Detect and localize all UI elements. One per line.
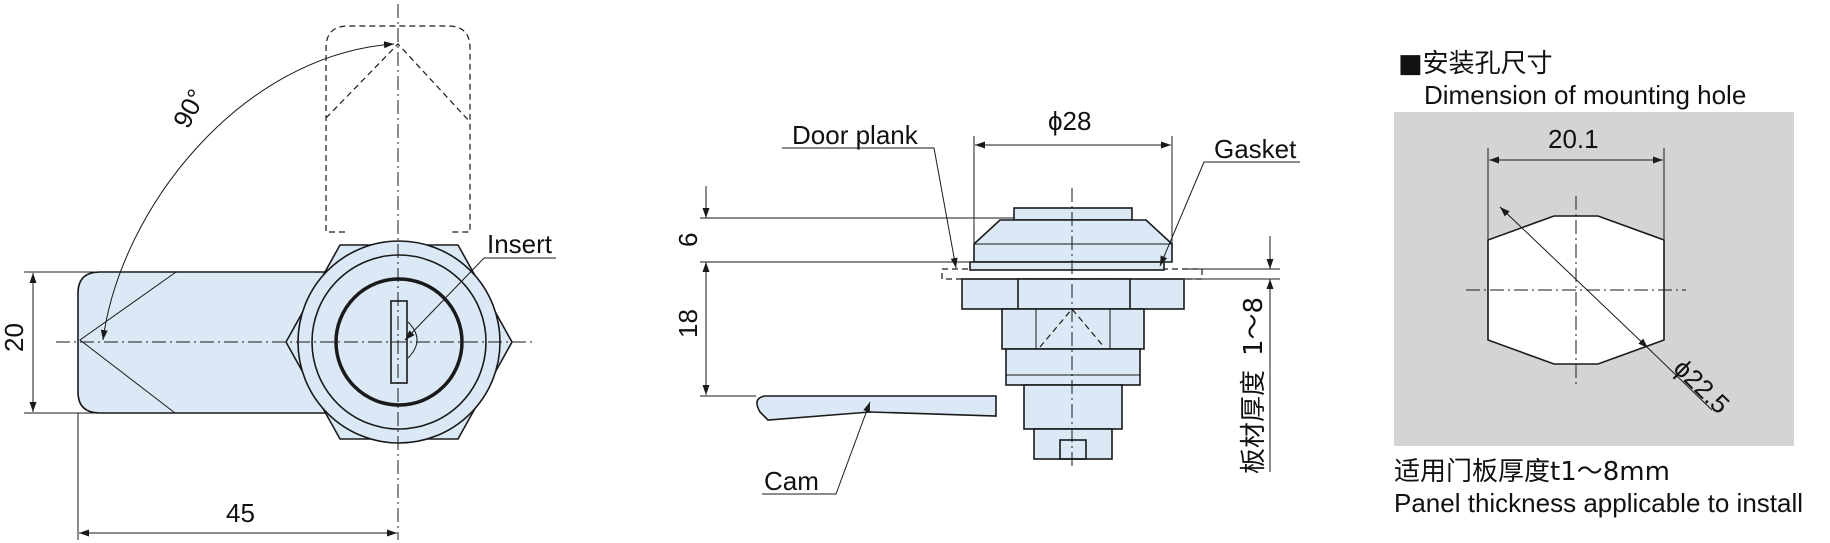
side-view: ϕ28 Door plank Gasket 6 18 板材厚度 1～8 Cam — [673, 106, 1300, 496]
cam-plate — [756, 395, 997, 421]
bezel-inner — [334, 277, 464, 407]
key-notch — [407, 321, 418, 359]
hole-width-label: 20.1 — [1548, 124, 1599, 154]
lower-body — [1005, 348, 1141, 386]
insert-label: Insert — [487, 229, 553, 259]
shaft-upper — [1023, 384, 1123, 430]
cam-leader — [762, 401, 871, 495]
front-view: 90° Insert 20 45 — [0, 4, 556, 540]
shaft-lower — [1033, 428, 1113, 460]
width-dim-label: 45 — [226, 498, 255, 528]
body-dim-label: 18 — [673, 309, 703, 338]
applicable-note-cn: 适用门板厚度t1～8mm — [1394, 457, 1670, 487]
top-dim-label: 6 — [673, 233, 703, 247]
nut-body — [1017, 278, 1131, 310]
hole-diameter-dim-line — [1499, 206, 1649, 349]
gasket — [969, 261, 1165, 271]
shaft-slot — [1059, 439, 1087, 460]
gasket-leader — [1159, 161, 1300, 267]
thread-cross-hidden — [1039, 308, 1105, 348]
panel-thickness-range: 1～8 — [1239, 297, 1269, 356]
cap-flange — [973, 219, 1173, 263]
rotation-arc — [100, 41, 395, 341]
angle-label: 90° — [167, 84, 212, 133]
hole-diameter-leader — [1647, 347, 1713, 411]
bezel-mid — [311, 254, 487, 430]
keyway-slot — [390, 300, 408, 384]
diameter-label: ϕ28 — [1048, 106, 1091, 136]
mounting-hole-title-en: Dimension of mounting hole — [1424, 80, 1746, 110]
mounting-hole-panel: ■安装孔尺寸 Dimension of mounting hole 20.1 ϕ… — [1394, 49, 1803, 518]
insert-leader — [404, 257, 556, 341]
mounting-hole-title-cn: ■安装孔尺寸 — [1398, 49, 1553, 79]
applicable-note-en: Panel thickness applicable to install — [1394, 488, 1803, 518]
cap-top — [1013, 207, 1133, 221]
height-dim-label: 20 — [0, 323, 29, 352]
door-plank-leader — [782, 147, 958, 269]
gasket-label: Gasket — [1214, 134, 1297, 164]
panel-thickness-cn: 板材厚度 — [1239, 370, 1269, 474]
threaded-body — [1001, 308, 1145, 350]
door-plank-label: Door plank — [792, 120, 919, 150]
cam-label: Cam — [764, 466, 819, 496]
